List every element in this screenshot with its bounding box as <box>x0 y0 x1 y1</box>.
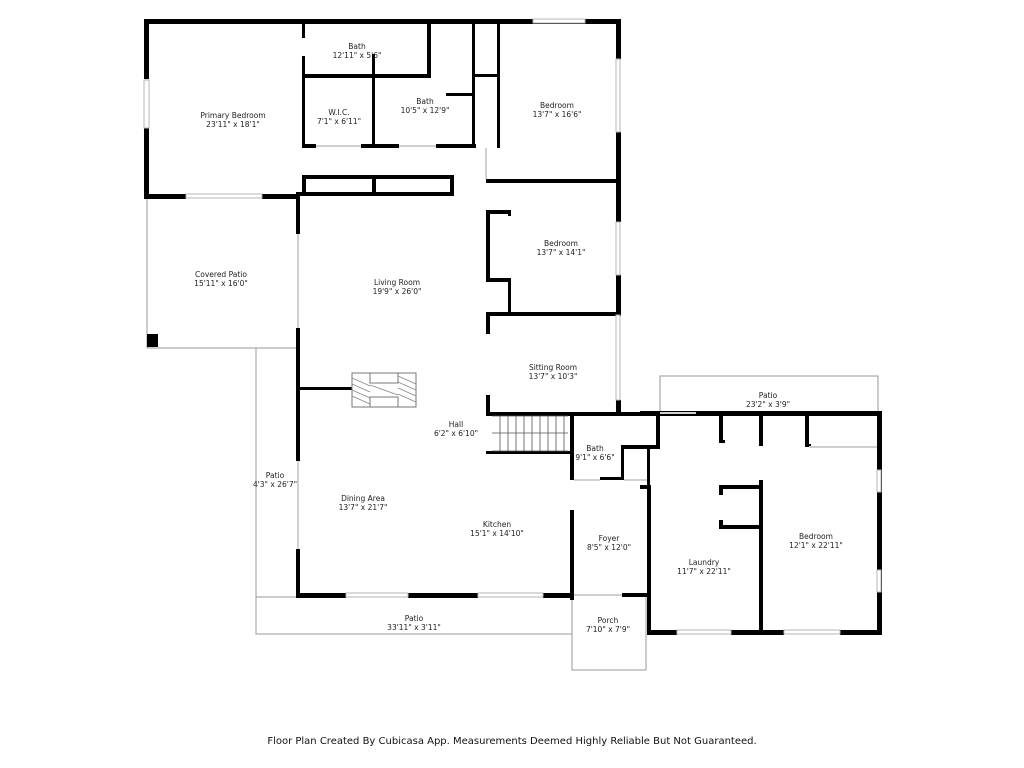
room-name: Bath <box>586 444 604 453</box>
walls <box>144 19 882 635</box>
room-name: Primary Bedroom <box>200 111 266 120</box>
room-dimensions: 4'3" x 26'7" <box>252 480 298 489</box>
room-dimensions: 12'11" x 5'6" <box>332 51 382 60</box>
room-name: Patio <box>758 391 778 400</box>
room-name: Bedroom <box>540 101 574 110</box>
room-dimensions: 6'2" x 6'10" <box>433 429 479 438</box>
room-name: Bedroom <box>799 532 833 541</box>
room-dimensions: 7'1" x 6'11" <box>316 117 362 126</box>
room-dimensions: 7'10" x 7'9" <box>585 625 631 634</box>
stairs-icon <box>492 415 568 452</box>
room-name: Bedroom <box>544 239 578 248</box>
room-dimensions: 12'1" x 22'11" <box>789 541 843 550</box>
room-dimensions: 9'1" x 6'6" <box>575 453 615 462</box>
room-name: Laundry <box>688 558 720 567</box>
room-name: Patio <box>265 471 285 480</box>
room-name: Kitchen <box>482 520 512 529</box>
room-name: Sitting Room <box>528 363 578 372</box>
room-name: Covered Patio <box>195 270 247 279</box>
room-dimensions: 15'1" x 14'10" <box>470 529 524 538</box>
room-name: Hall <box>448 420 464 429</box>
room-name: W.I.C. <box>328 108 350 117</box>
room-dimensions: 23'11" x 18'1" <box>206 120 260 129</box>
room-name: Porch <box>597 616 619 625</box>
room-dimensions: 13'7" x 21'7" <box>338 503 388 512</box>
room-dimensions: 13'7" x 16'6" <box>532 110 582 119</box>
room-dimensions: 19'9" x 26'0" <box>372 287 422 296</box>
room-name: Bath <box>416 97 434 106</box>
room-name: Living Room <box>373 278 421 287</box>
room-label-wic: W.I.C.7'1" x 6'11" <box>317 108 361 126</box>
room-dimensions: 13'7" x 14'1" <box>536 248 586 257</box>
disclaimer-footer: Floor Plan Created By Cubicasa App. Meas… <box>267 736 757 747</box>
room-dimensions: 15'11" x 16'0" <box>194 279 248 288</box>
room-name: Dining Area <box>341 494 385 503</box>
door-openings <box>297 145 877 596</box>
room-name: Foyer <box>598 534 620 543</box>
room-dimensions: 23'2" x 3'9" <box>745 400 791 409</box>
room-dimensions: 33'11" x 3'11" <box>387 623 441 632</box>
room-dimensions: 10'5" x 12'9" <box>400 106 450 115</box>
windows <box>143 18 882 635</box>
fireplace-icon <box>351 372 417 408</box>
room-dimensions: 13'7" x 10'3" <box>528 372 578 381</box>
room-name: Bath <box>348 42 366 51</box>
room-dimensions: 8'5" x 12'0" <box>586 543 632 552</box>
room-name: Patio <box>404 614 424 623</box>
room-dimensions: 11'7" x 22'11" <box>677 567 731 576</box>
